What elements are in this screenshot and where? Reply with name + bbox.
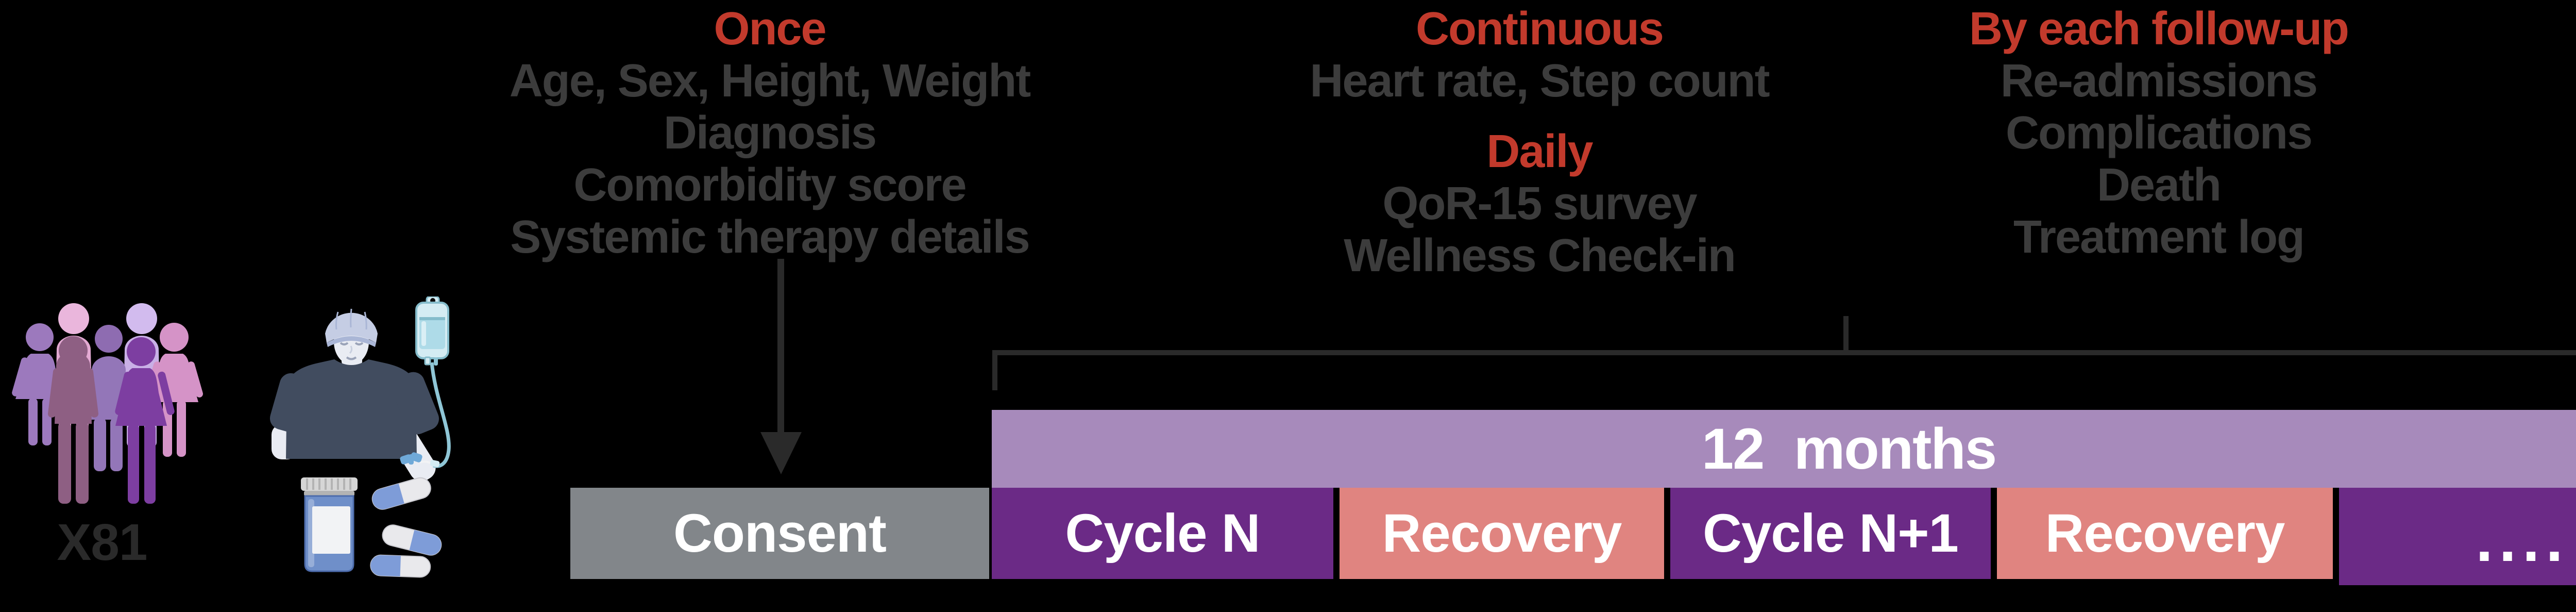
continuous-item: Heart rate, Step count [1310, 55, 1770, 107]
down-arrow-head-icon [760, 432, 802, 474]
bracket-left-tick [992, 350, 997, 390]
baseline-heading: Once [714, 3, 826, 55]
bracket-middle-tick [1843, 316, 1849, 353]
shirt [286, 359, 417, 459]
segment-label: Cycle N [1065, 503, 1260, 564]
spacer [1310, 107, 1769, 126]
pill-bottle-capsules-icon [301, 477, 442, 578]
cohort-size-label: X81 [57, 514, 148, 571]
person-icon [115, 337, 175, 504]
followup-bracket [992, 350, 2576, 355]
people-group-icon [12, 303, 203, 504]
duration-bar: 12 months [992, 410, 2576, 488]
continuous-heading: Continuous [1416, 3, 1664, 55]
timeline-segment-cycle-n1: Cycle N+1 [1670, 488, 1991, 579]
followup-item: Re-admissions [2000, 55, 2318, 107]
pill-bottle [301, 477, 358, 572]
capsule-icon [370, 554, 431, 578]
capsule-icon [371, 477, 431, 510]
person-icon [48, 336, 98, 504]
consent-label: Consent [673, 503, 887, 564]
baseline-item: Comorbidity score [573, 159, 967, 211]
daily-item: QoR-15 survey [1382, 178, 1697, 229]
segment-label: Recovery [1382, 503, 1622, 564]
iv-catheter-icon [400, 452, 440, 467]
baseline-data-column: Once Age, Sex, Height, Weight Diagnosis … [509, 3, 1031, 263]
daily-item: Wellness Check-in [1344, 230, 1736, 282]
patient-iv-infusion-icon [269, 296, 451, 482]
followup-heading: By each follow-up [1969, 3, 2349, 55]
baseline-item: Diagnosis [663, 107, 877, 159]
monitoring-data-column: Continuous Heart rate, Step count Daily … [1310, 3, 1770, 282]
segment-label: .... [2476, 505, 2569, 574]
duration-label: 12 months [1701, 417, 1997, 481]
timeline-segment-recovery-1: Recovery [1340, 488, 1664, 579]
daily-heading: Daily [1486, 126, 1593, 177]
segment-label: Cycle N+1 [1703, 503, 1959, 564]
baseline-item: Age, Sex, Height, Weight [509, 55, 1031, 107]
consent-bar: Consent [570, 488, 989, 579]
surgical-cap [325, 312, 378, 343]
capsule-icon [382, 524, 442, 556]
iv-bag-icon [415, 296, 449, 366]
timeline-segment-continuation: .... [2339, 488, 2576, 585]
followup-data-column: By each follow-up Re-admissions Complica… [1969, 3, 2349, 263]
down-arrow-icon [777, 259, 784, 435]
timeline-segment-recovery-2: Recovery [1997, 488, 2333, 579]
timeline-segment-cycle-n: Cycle N [992, 488, 1333, 579]
baseline-item: Systemic therapy details [510, 211, 1030, 263]
followup-item: Treatment log [2013, 211, 2305, 263]
segment-label: Recovery [2045, 503, 2285, 564]
followup-item: Complications [2005, 107, 2313, 159]
iv-tube [430, 362, 451, 468]
followup-item: Death [2096, 159, 2222, 211]
